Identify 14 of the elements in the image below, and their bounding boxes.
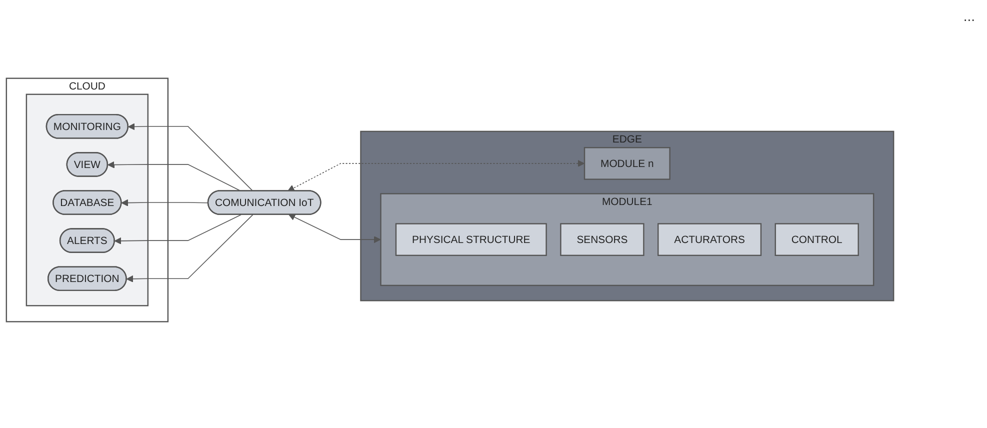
node-box: SENSORS — [560, 223, 644, 256]
node-box: PHYSICAL STRUCTURE — [395, 223, 547, 256]
arrow — [114, 214, 242, 244]
arrow — [288, 160, 584, 192]
arrow — [126, 214, 254, 282]
node-box: MODULE n — [584, 147, 670, 180]
ellipsis-label: ... — [963, 8, 975, 24]
cluster — [26, 94, 149, 306]
arrow — [288, 214, 381, 244]
arrow — [108, 161, 242, 192]
node-box: CONTROL — [774, 223, 859, 256]
node-box: ACTURATORS — [658, 223, 762, 256]
arrow — [121, 199, 209, 206]
arrow — [128, 123, 254, 192]
